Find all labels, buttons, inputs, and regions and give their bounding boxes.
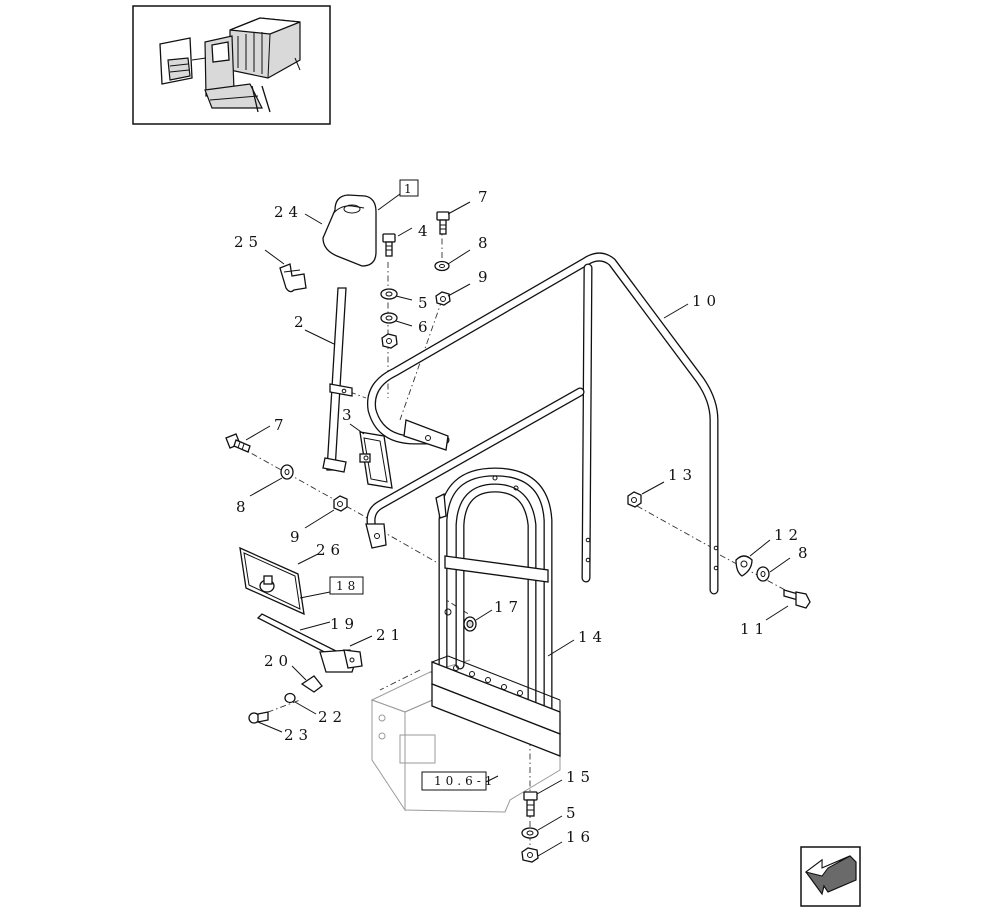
nut-6[interactable] [381, 333, 398, 349]
callout-20: 20 [264, 652, 293, 670]
bolt-11[interactable] [783, 589, 811, 609]
ref-box-1[interactable]: 1 [399, 179, 419, 197]
callout-8-right: 8 [798, 544, 813, 562]
post-2[interactable] [322, 287, 353, 473]
ref-10-6-1-label: 10.6-1 [434, 774, 496, 788]
screw-23[interactable] [248, 711, 269, 724]
callout-3: 3 [342, 406, 357, 424]
ladder-14[interactable] [431, 467, 561, 757]
callout-23: 23 [284, 726, 313, 744]
callout-12: 12 [774, 526, 803, 544]
callout-9-left: 9 [290, 528, 305, 546]
callout-14: 14 [578, 628, 607, 646]
pin-detail [435, 492, 447, 519]
clamp-25[interactable] [279, 263, 307, 293]
callout-7-top: 7 [478, 188, 493, 206]
washer-8-right[interactable] [756, 566, 770, 582]
ref-18-label: 18 [336, 579, 359, 593]
washer-5-top[interactable] [380, 288, 398, 300]
light-cover-24[interactable] [322, 194, 377, 267]
bolt-4[interactable] [382, 233, 396, 257]
ref-box-18[interactable]: 18 [329, 576, 364, 595]
callout-5-top: 5 [418, 294, 433, 312]
callout-16: 16 [566, 828, 595, 846]
nut-16[interactable] [521, 847, 539, 863]
callout-6: 6 [418, 318, 433, 336]
ref-1-label: 1 [404, 182, 416, 196]
callout-13: 13 [668, 466, 697, 484]
ref-box-10-6-1[interactable]: 10.6-1 [421, 771, 496, 791]
callout-25: 25 [234, 233, 263, 251]
callout-8-top: 8 [478, 234, 493, 252]
callout-2: 2 [294, 313, 309, 331]
callout-8-left: 8 [236, 498, 251, 516]
bolt-7-top[interactable] [436, 211, 450, 235]
bracket-21[interactable] [319, 649, 363, 673]
plate-26[interactable] [239, 546, 305, 616]
callout-26: 26 [316, 541, 345, 559]
callout-5-bottom: 5 [566, 804, 581, 822]
washer-5b-top[interactable] [380, 312, 398, 324]
clip-20[interactable] [300, 675, 323, 693]
callout-17: 17 [494, 598, 523, 616]
previous-page-arrow-icon[interactable] [800, 846, 861, 907]
nut-13[interactable] [627, 491, 642, 508]
callout-labels: 24 25 4 7 8 9 5 6 2 3 7 8 9 10 13 12 8 1… [234, 188, 813, 846]
handrail-10[interactable] [365, 252, 719, 595]
callout-7-left: 7 [274, 416, 289, 434]
callout-22: 22 [318, 708, 347, 726]
leader-lines [245, 193, 791, 857]
machine-overview-thumbnail[interactable] [132, 5, 331, 125]
washer-8-left[interactable] [280, 464, 294, 480]
callout-11: 11 [740, 620, 769, 638]
grommet-17[interactable] [463, 616, 477, 632]
callout-19: 19 [330, 615, 359, 633]
lockwasher-12[interactable] [735, 555, 753, 577]
washer-22[interactable] [284, 692, 296, 704]
callout-24: 24 [274, 203, 303, 221]
callout-9-top: 9 [478, 268, 493, 286]
washer-5-bottom[interactable] [521, 827, 539, 839]
callout-4: 4 [418, 222, 433, 240]
callout-10: 10 [692, 292, 721, 310]
bolt-7-left[interactable] [225, 433, 251, 453]
callout-15: 15 [566, 768, 595, 786]
washer-8-top[interactable] [434, 260, 450, 272]
callout-21: 21 [376, 626, 405, 644]
mirror-3[interactable] [359, 431, 393, 489]
nut-9-top[interactable] [435, 291, 451, 306]
nut-9-left[interactable] [333, 495, 348, 512]
bolt-15[interactable] [523, 791, 538, 817]
